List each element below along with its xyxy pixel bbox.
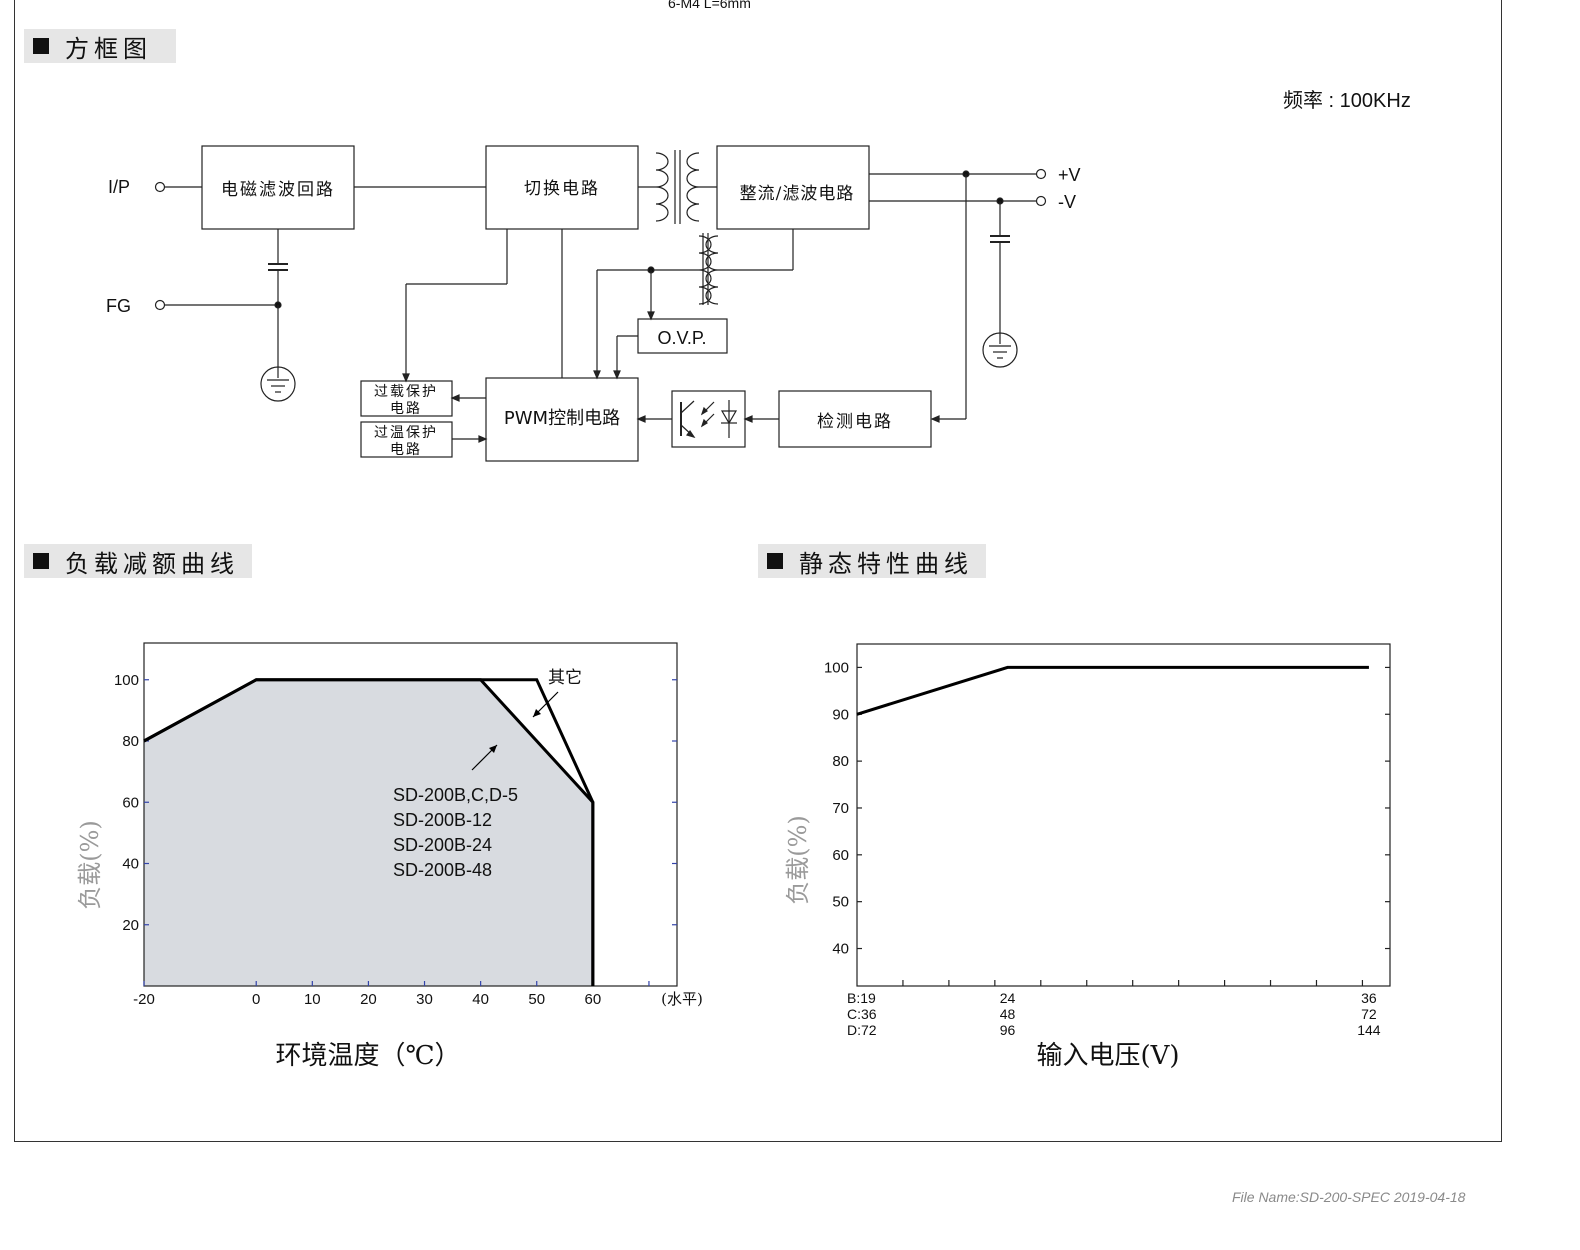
derating-line-models bbox=[143, 678, 595, 986]
section-title: 静态特性曲线 bbox=[799, 549, 973, 578]
aux-transformer-icon bbox=[698, 233, 719, 305]
switch-label: 切换电路 bbox=[524, 179, 600, 199]
ip-label: I/P bbox=[108, 177, 130, 197]
ground-icon bbox=[982, 332, 1018, 368]
x-tick-label: 60 bbox=[584, 991, 601, 1008]
emi-filter-label: 电磁滤波回路 bbox=[221, 180, 335, 200]
square-bullet-icon bbox=[33, 38, 49, 54]
optocoupler-icon bbox=[671, 390, 746, 448]
overtemp-label-1: 过温保护 bbox=[374, 425, 438, 441]
x-tick-label: 20 bbox=[360, 991, 377, 1008]
rectifier-label: 整流/滤波电路 bbox=[740, 184, 855, 204]
section-derating: 负载减额曲线 bbox=[24, 544, 252, 578]
section-title: 负载减额曲线 bbox=[65, 549, 239, 578]
ground-icon bbox=[260, 366, 296, 402]
derating-chart: -20 0 10 20 30 40 50 60 20 40 60 80 100 其它 SD-200B,C… bbox=[76, 642, 703, 1071]
y-tick-label: 40 bbox=[122, 856, 139, 873]
x-tick-label: 0 bbox=[252, 991, 260, 1008]
y-tick-label: 100 bbox=[114, 672, 139, 689]
x-tick-label: 40 bbox=[472, 991, 489, 1008]
frequency-label: 频率 : 100KHz bbox=[1283, 90, 1411, 112]
annotation-model-1: SD-200B,C,D-5 bbox=[393, 785, 518, 805]
plus-v-terminal bbox=[1035, 168, 1047, 180]
x-tick-label: 30 bbox=[416, 991, 433, 1008]
ovp-label: O.V.P. bbox=[657, 328, 706, 348]
plus-v-label: +V bbox=[1058, 165, 1081, 185]
x-tick-label: 10 bbox=[304, 991, 321, 1008]
top-note: 6-M4 L=6mm bbox=[668, 0, 751, 11]
page-frame bbox=[14, 0, 1502, 1142]
derating-area bbox=[144, 679, 593, 986]
derating-y-axis-label: 负载(%) bbox=[76, 820, 104, 910]
detection-label: 检测电路 bbox=[817, 412, 893, 432]
y-tick-label: 60 bbox=[122, 794, 139, 811]
overtemp-label-2: 电路 bbox=[390, 442, 422, 458]
overload-label-2: 电路 bbox=[390, 401, 422, 417]
annotation-arrowhead bbox=[533, 709, 541, 717]
square-bullet-icon bbox=[33, 553, 49, 569]
ip-terminal bbox=[154, 181, 166, 193]
derating-ticks: -20 0 10 20 30 40 50 60 20 40 60 80 100 bbox=[114, 672, 677, 1008]
y-tick-label: 20 bbox=[122, 917, 139, 934]
section-title: 方框图 bbox=[65, 34, 152, 63]
detection-block bbox=[778, 390, 932, 448]
annotation-model-2: SD-200B-12 bbox=[393, 810, 492, 830]
pwm-label: PWM控制电路 bbox=[504, 408, 620, 429]
square-bullet-icon bbox=[767, 553, 783, 569]
y-tick-label: 80 bbox=[122, 733, 139, 750]
derating-x-unit-label: (水平) bbox=[661, 990, 703, 1008]
overload-label-1: 过载保护 bbox=[374, 384, 438, 400]
annotation-model-3: SD-200B-24 bbox=[393, 835, 492, 855]
x-tick-label: -20 bbox=[133, 991, 155, 1008]
section-block-diagram: 方框图 bbox=[24, 29, 176, 63]
minus-v-label: -V bbox=[1058, 192, 1076, 212]
derating-x-axis-label: 环境温度（℃） bbox=[275, 1041, 460, 1071]
x-tick-label: 50 bbox=[528, 991, 545, 1008]
minus-v-terminal bbox=[1035, 195, 1047, 207]
fg-label: FG bbox=[106, 296, 131, 316]
section-static: 静态特性曲线 bbox=[758, 544, 986, 578]
annotation-other: 其它 bbox=[548, 668, 582, 688]
footer-file-info: File Name:SD-200-SPEC 2019-04-18 bbox=[1232, 1189, 1466, 1205]
annotation-model-4: SD-200B-48 bbox=[393, 860, 492, 880]
fg-terminal bbox=[154, 299, 166, 311]
derating-plot-frame bbox=[143, 642, 678, 987]
transformer-icon bbox=[638, 150, 717, 224]
annotation-arrowhead bbox=[489, 745, 497, 753]
block-diagram: I/P FG 电磁滤波回路 切换电路 整流/滤波电路 +V -V bbox=[106, 145, 1081, 462]
